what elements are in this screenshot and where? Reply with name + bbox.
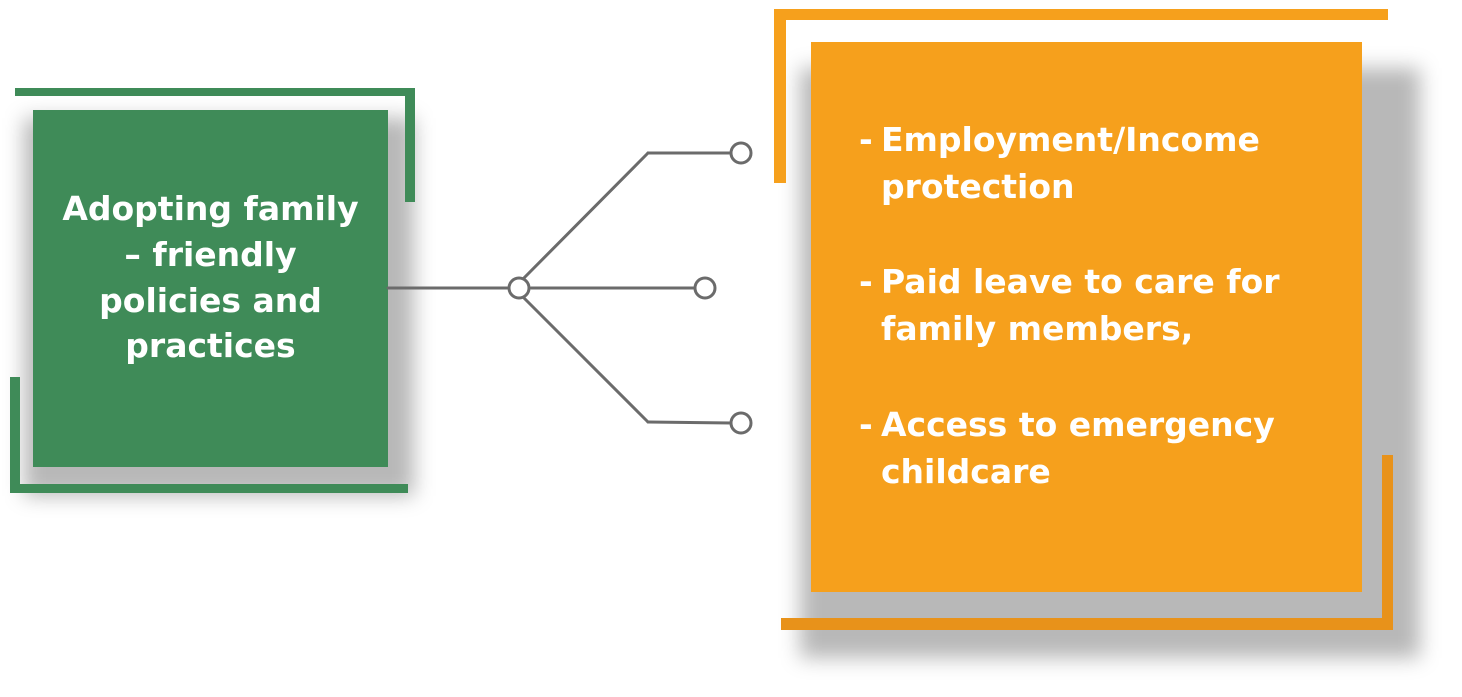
item-text: Access to emergency childcare [881, 405, 1275, 491]
item-dash: - [859, 262, 873, 301]
connector-end-node-middle [693, 276, 717, 300]
connector-end-node-bottom [729, 411, 753, 435]
left-frame-right [405, 88, 415, 202]
left-box-text: Adopting family – friendly policies and … [62, 189, 359, 366]
right-box: - Employment/Income protection - Paid le… [811, 42, 1362, 592]
item-text: Paid leave to care for family members, [881, 262, 1280, 348]
item-dash: - [859, 120, 873, 159]
right-frame-left [774, 9, 786, 183]
connector-branch-bottom-end [646, 420, 733, 425]
connector-hub-node [507, 276, 531, 300]
list-item: - Employment/Income protection [859, 116, 1339, 210]
item-dash: - [859, 405, 873, 444]
list-item: - Paid leave to care for family members, [859, 258, 1339, 352]
right-frame-right [1382, 455, 1393, 630]
left-frame-left [10, 377, 20, 493]
left-box: Adopting family – friendly policies and … [33, 110, 388, 467]
connector-branch-top [518, 151, 650, 284]
right-frame-top [774, 9, 1388, 20]
left-frame-top [15, 88, 415, 96]
connector-end-node-top [729, 141, 753, 165]
item-text: Employment/Income protection [881, 120, 1260, 206]
list-item: - Access to emergency childcare [859, 401, 1339, 495]
left-frame-bottom [10, 484, 408, 493]
connector-branch-bottom [518, 292, 650, 424]
right-frame-bottom [781, 618, 1393, 630]
